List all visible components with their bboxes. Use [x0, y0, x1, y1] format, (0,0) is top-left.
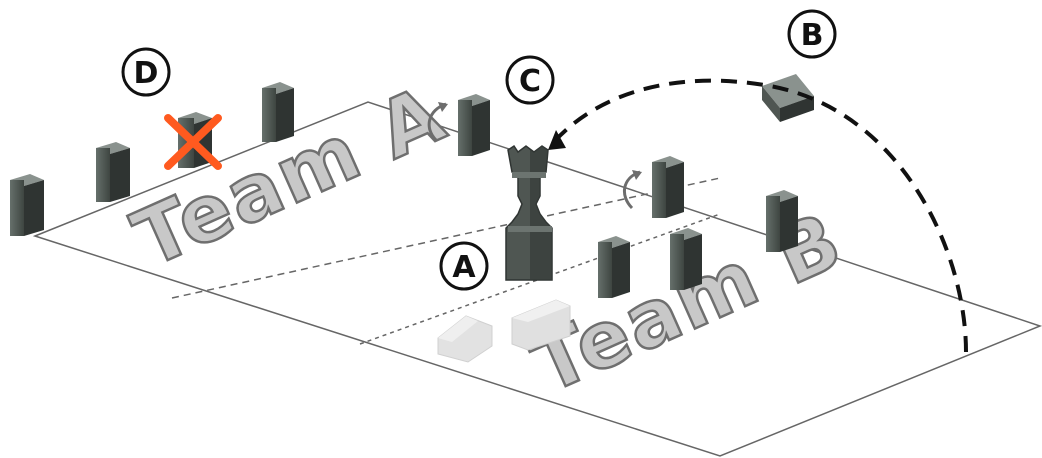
pillar-piece: [598, 236, 630, 298]
ghost-piece-block: [511, 299, 571, 351]
arrowhead-icon: [548, 130, 566, 150]
pillar-piece: [96, 142, 130, 202]
rook-piece: [505, 144, 553, 281]
callout-b-label: B: [801, 18, 824, 53]
pillar-piece: [652, 156, 684, 218]
callout-a-label: A: [452, 250, 476, 285]
red-x-icon: [164, 114, 222, 170]
pillar-piece: [262, 82, 294, 142]
callout-c: C: [505, 55, 555, 105]
ghost-piece-house: [437, 315, 493, 363]
curved-arrow-icon: [427, 102, 448, 142]
board: [32, 101, 1042, 457]
pillar-piece: [670, 228, 702, 290]
board-midline: [171, 177, 721, 299]
callout-a: A: [439, 241, 489, 291]
pillar-piece-c: [458, 94, 490, 156]
callout-c-label: C: [519, 64, 541, 99]
callout-d-label: D: [134, 56, 159, 91]
curved-arrow-icon: [623, 170, 642, 210]
callout-b: B: [787, 9, 837, 59]
pillar-piece: [10, 174, 44, 236]
pillar-piece: [766, 190, 798, 252]
team-b-label: Team B: [519, 196, 855, 412]
board-outline: [32, 101, 1042, 457]
callout-d: D: [121, 47, 171, 97]
thrown-block: [762, 74, 814, 122]
